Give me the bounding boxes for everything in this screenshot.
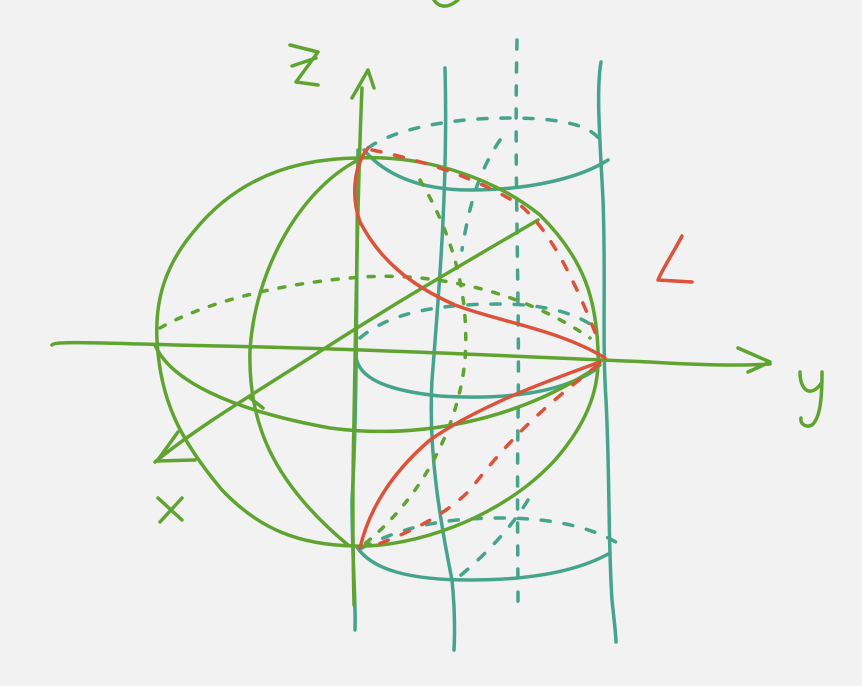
- x-axis-arrowhead: [155, 430, 197, 463]
- cylinder-middle-ellipse-back: [358, 302, 600, 340]
- curve-L-label: [656, 234, 694, 284]
- top-edge-stroke: [432, 0, 460, 8]
- curve-upper-solid: [353, 146, 607, 360]
- curve-L: [353, 146, 607, 550]
- x-axis-label: [156, 496, 184, 524]
- y-axis-arrowhead: [736, 346, 772, 374]
- cylinder-bottom-ellipse-front: [355, 545, 612, 582]
- cylinder-inner-dash-lower: [453, 498, 530, 582]
- sphere-meridian-front: [248, 158, 360, 547]
- cylinder-bottom-ellipse-back: [360, 516, 627, 550]
- y-axis-line: [50, 340, 772, 367]
- curve-L-hidden: [366, 148, 602, 550]
- sphere-equator-front: [153, 343, 602, 434]
- curve-upper-dashed: [370, 148, 602, 347]
- curve-lower-dashed: [366, 363, 600, 550]
- cylinder-middle-ellipse-front: [353, 346, 597, 399]
- cylinder-line-right: [596, 60, 618, 644]
- z-axis-arrowhead: [350, 68, 376, 100]
- sphere: [50, 68, 772, 607]
- cylinder-back-line: [514, 38, 521, 607]
- y-axis-label: [798, 370, 824, 428]
- cylinder-top-ellipse-back: [366, 116, 602, 150]
- cylinder-top-ellipse-front: [362, 148, 610, 192]
- sphere-hidden: [158, 178, 592, 548]
- sphere-equator-back: [158, 274, 592, 340]
- sphere-meridian-back: [360, 178, 468, 548]
- cylinder-inner-dash-upper: [460, 138, 502, 252]
- z-axis-label: [288, 43, 320, 87]
- x-axis-line: [153, 218, 540, 464]
- cylinder-line-front: [429, 66, 457, 652]
- curve-lower-solid: [358, 360, 602, 550]
- sphere-tick-mid: [248, 396, 265, 410]
- cylinder-hidden: [358, 38, 627, 607]
